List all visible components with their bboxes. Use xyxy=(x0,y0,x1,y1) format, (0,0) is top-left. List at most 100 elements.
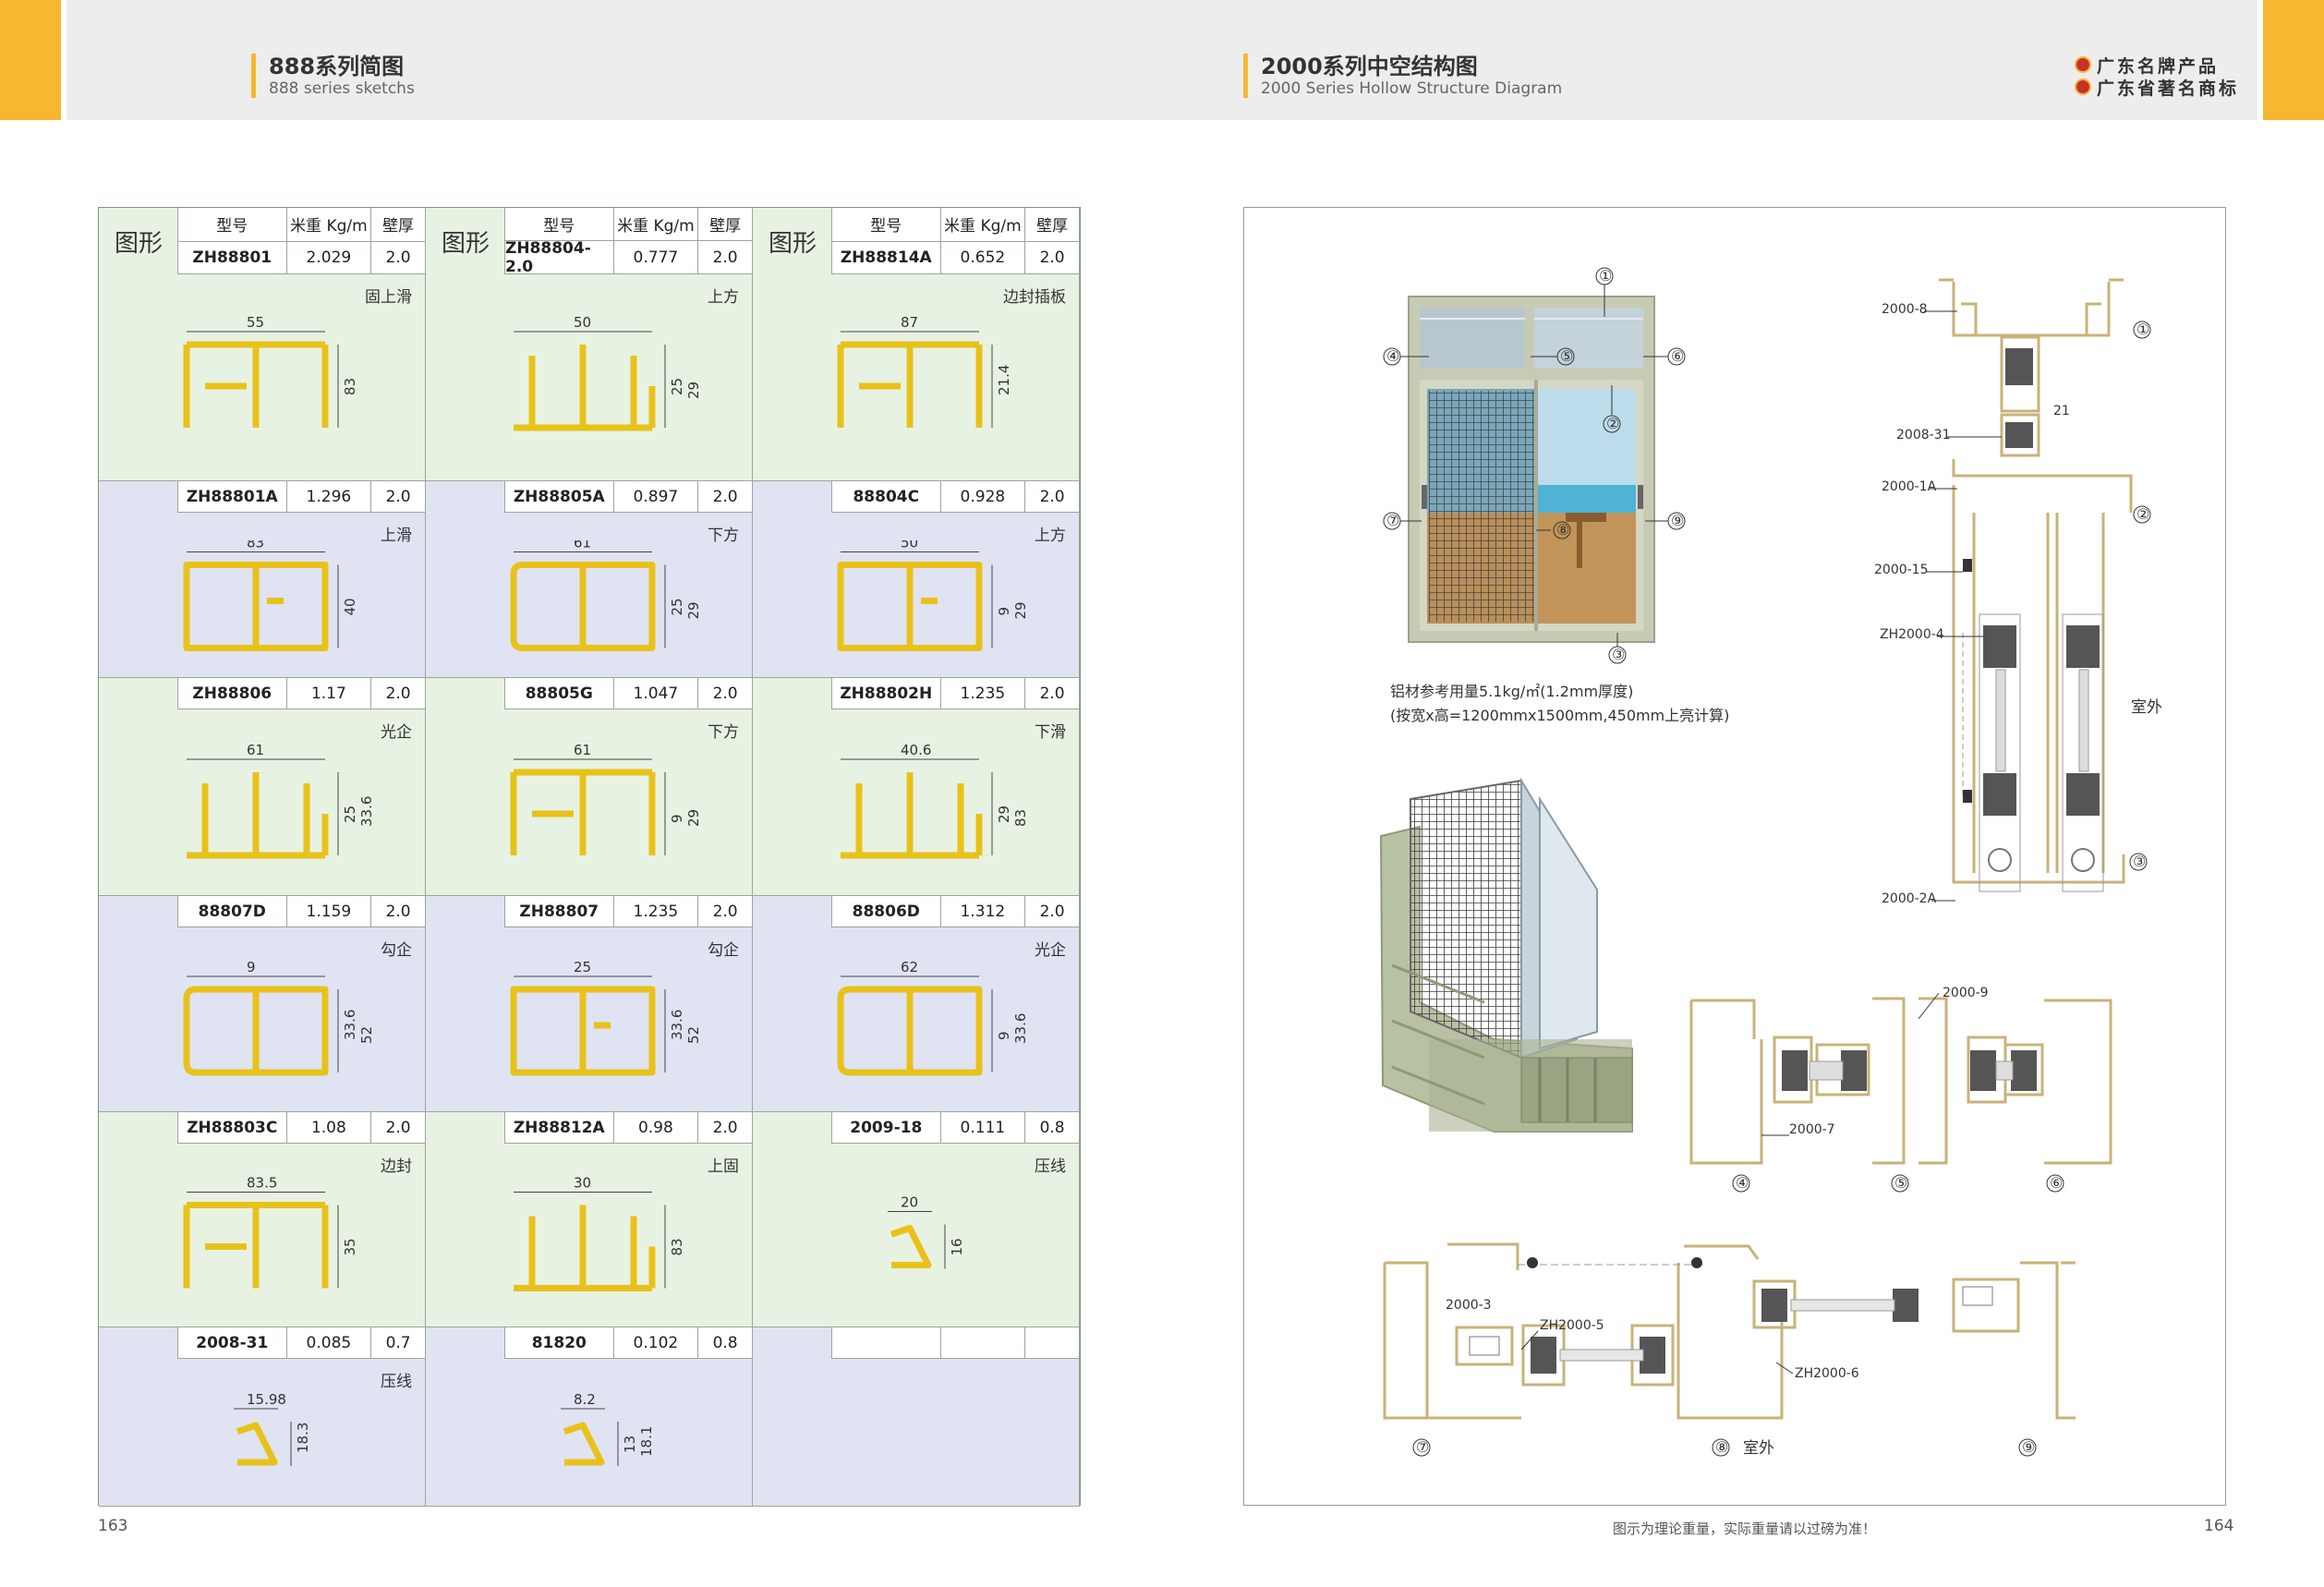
thickness-value: 2.0 xyxy=(1039,248,1065,267)
left-title-zh: 888系列简图 xyxy=(269,54,405,79)
marker-4: ④ xyxy=(1386,347,1399,365)
label-ZH2000-4: ZH2000-4 xyxy=(1880,627,1944,642)
page-number-left: 163 xyxy=(98,1517,128,1535)
label-2000-15: 2000-15 xyxy=(1874,563,1929,577)
col-weight-header: 米重 Kg/m xyxy=(941,208,1026,241)
middle-section xyxy=(1689,997,2112,1165)
model-value: 88807D xyxy=(178,896,287,927)
col-thickness-header: 壁厚 xyxy=(382,217,415,236)
label-ZH2000-6: ZH2000-6 xyxy=(1795,1366,1859,1381)
dimension-label: 50 xyxy=(901,540,918,551)
model-value: ZH88812A xyxy=(505,1112,614,1143)
middle-markers: ④ ⑤ ⑥ xyxy=(1732,1174,2064,1193)
svg-text:④: ④ xyxy=(1736,1174,1749,1192)
figure-label: 图形 xyxy=(114,229,163,258)
dimension-label: 29 xyxy=(685,382,702,399)
marker-7: ⑦ xyxy=(1386,512,1399,529)
profile-name: 压线 xyxy=(1035,1157,1066,1176)
dimension-label: 33.6 xyxy=(669,1010,685,1040)
marker-2: ② xyxy=(1606,415,1619,432)
dimension-label: 61 xyxy=(574,540,591,551)
dimension-label: 83.5 xyxy=(247,1175,277,1192)
model-value: 2008-31 xyxy=(178,1327,287,1358)
col-model-header: 型号 xyxy=(832,208,941,241)
svg-text:⑤: ⑤ xyxy=(1894,1174,1907,1192)
weight-value: 0.928 xyxy=(941,481,1026,512)
dimension-label: 13 xyxy=(622,1436,638,1453)
label-2000-2A: 2000-2A xyxy=(1882,891,1937,906)
weight-value: 1.17 xyxy=(287,678,372,709)
thickness-value: 0.7 xyxy=(385,1333,411,1352)
right-title-zh: 2000系列中空结构图 xyxy=(1261,54,1478,79)
svg-text:①: ① xyxy=(2136,321,2149,338)
thickness-value: 2.0 xyxy=(712,487,738,506)
model-value: ZH88814A xyxy=(832,241,941,273)
profile-name: 光企 xyxy=(1035,941,1066,960)
dimension-label: 18.1 xyxy=(638,1426,655,1457)
weight-value: 0.085 xyxy=(287,1327,372,1358)
dimension-label: 25 xyxy=(669,378,685,395)
profile-name: 光企 xyxy=(381,723,412,742)
thickness-value: 2.0 xyxy=(1039,684,1065,703)
material-usage-basis: (按宽x高=1200mmx1500mm,450mm上亮计算) xyxy=(1390,707,1730,724)
label-2008-31: 2008-31 xyxy=(1896,428,1951,442)
model-value: 88804C xyxy=(832,481,941,512)
page-number-right: 164 xyxy=(2204,1517,2234,1535)
model-value: 2009-18 xyxy=(832,1112,941,1143)
dimension-label: 40.6 xyxy=(901,742,931,758)
bottom-markers: ⑦ ⑧ ⑨ xyxy=(1412,1438,2037,1457)
dimension-label: 52 xyxy=(685,1026,702,1044)
model-value: ZH88801 xyxy=(178,241,287,273)
col-weight-header: 米重 Kg/m xyxy=(614,208,699,240)
svg-text:⑧: ⑧ xyxy=(1715,1438,1728,1456)
right-tab-gap xyxy=(2257,0,2263,120)
spec-row xyxy=(831,1327,1079,1359)
svg-text:⑥: ⑥ xyxy=(2050,1174,2063,1192)
left-title-en: 888 series sketchs xyxy=(269,79,415,98)
dimension-label: 20 xyxy=(901,1194,918,1211)
weight-value: 0.897 xyxy=(614,481,699,512)
weight-value: 0.652 xyxy=(941,241,1026,273)
marker-6: ⑥ xyxy=(1671,347,1684,365)
svg-text:②: ② xyxy=(2136,505,2149,523)
thickness-value: 2.0 xyxy=(385,684,411,703)
model-value: 81820 xyxy=(505,1327,614,1358)
dimension-label: 29 xyxy=(685,601,702,619)
dimension-label: 87 xyxy=(901,314,918,331)
right-title-en: 2000 Series Hollow Structure Diagram xyxy=(1261,79,1563,98)
weight-value: 0.777 xyxy=(614,241,699,273)
thickness-value xyxy=(1025,1327,1079,1358)
dimension-label: 25 xyxy=(574,959,591,975)
svg-text:⑨: ⑨ xyxy=(2022,1438,2035,1456)
profile-name: 上固 xyxy=(708,1157,739,1176)
dimension-label: 55 xyxy=(247,314,264,331)
weight-value: 1.047 xyxy=(614,678,699,709)
svg-text:⑦: ⑦ xyxy=(1416,1438,1429,1456)
label-2000-3: 2000-3 xyxy=(1446,1298,1492,1313)
weight-value: 1.159 xyxy=(287,896,372,927)
left-tab xyxy=(0,0,61,120)
dimension-label: 29 xyxy=(996,806,1012,823)
dimension-label: 33.6 xyxy=(358,796,375,827)
dimension-label: 9 xyxy=(247,959,256,975)
dimension-label: 29 xyxy=(1012,601,1029,619)
col-model-header: 型号 xyxy=(178,208,287,241)
material-usage-note: 铝材参考用量5.1kg/㎡(1.2mm厚度) xyxy=(1390,683,1634,700)
outdoor-label-1: 室外 xyxy=(2131,698,2162,717)
profile-cell xyxy=(753,1327,1080,1507)
marker-9: ⑨ xyxy=(1671,512,1684,529)
